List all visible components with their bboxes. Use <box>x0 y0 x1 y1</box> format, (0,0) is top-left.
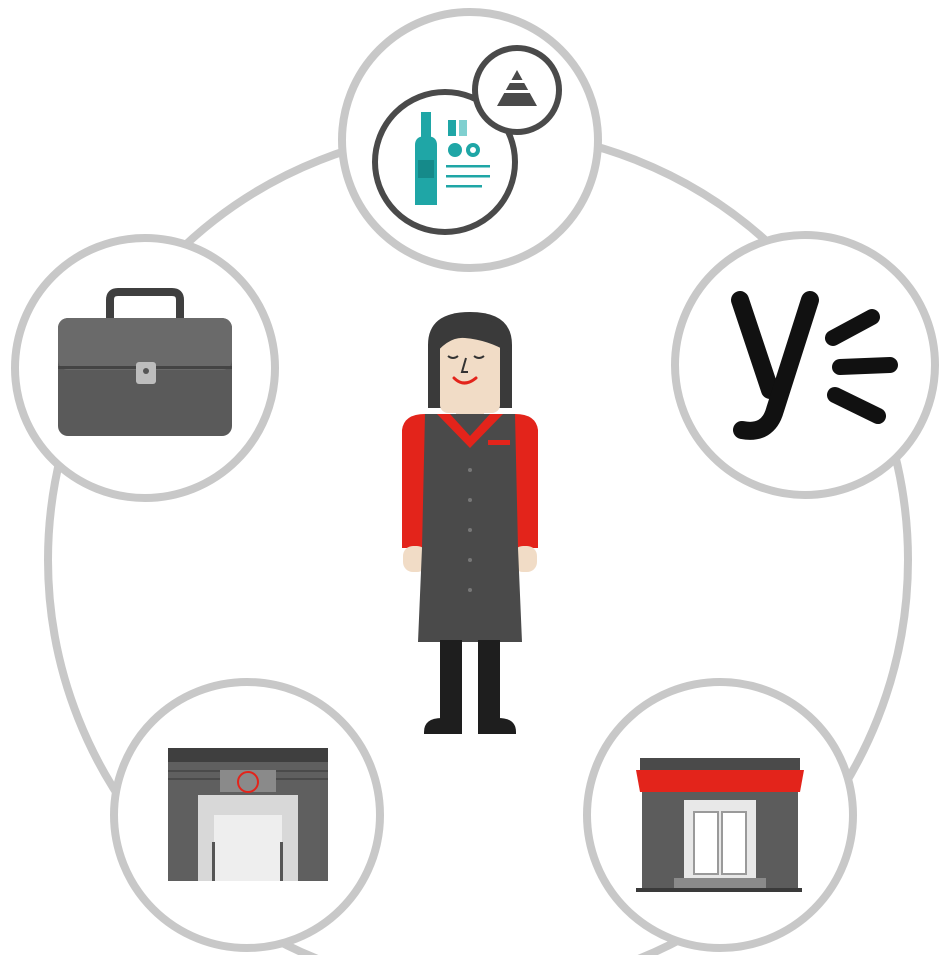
node-storefront[interactable] <box>583 678 857 952</box>
node-menu[interactable] <box>338 8 602 272</box>
yelp-logo-icon <box>731 291 898 440</box>
pyramid-badge-icon <box>472 45 562 135</box>
briefcase-icon <box>58 288 232 436</box>
storefront-icon <box>636 758 804 892</box>
staff-person-icon <box>402 312 538 734</box>
node-briefcase[interactable] <box>11 234 279 502</box>
building-icon <box>168 748 328 881</box>
wine-menu-icon <box>372 89 518 235</box>
node-yelp[interactable] <box>671 231 939 499</box>
node-building[interactable] <box>110 678 384 952</box>
